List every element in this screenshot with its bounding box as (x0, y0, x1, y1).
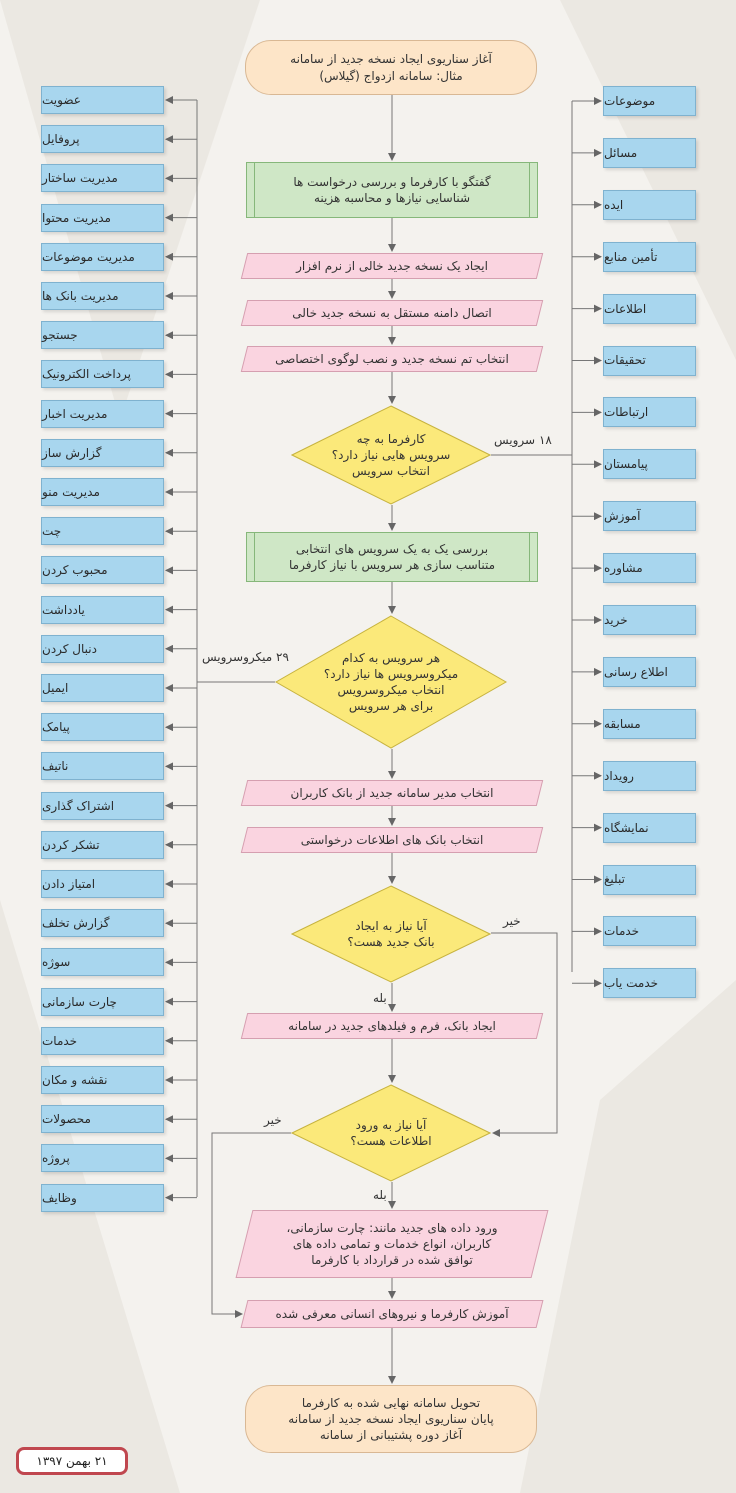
microservice-item: مدیریت بانک ها (41, 282, 164, 310)
microservice-item: محبوب کردن (41, 556, 164, 585)
service-item: پیامستان (603, 449, 696, 480)
service-item: مشاوره (603, 553, 696, 584)
service-item: اطلاعات (603, 293, 696, 324)
microservice-item: تشکر کردن (41, 830, 164, 859)
service-item: تأمین منابع (603, 241, 696, 272)
decision-new-bank: آیا نیاز به ایجاد بانک جدید هست؟ (291, 885, 491, 983)
service-item: آموزش (603, 501, 696, 532)
no-label-data-entry: خیر (264, 1113, 282, 1127)
decision-diamond-shape (291, 885, 491, 983)
microservice-item: گزارش تخلف (41, 909, 164, 938)
microservice-item: محصولات (41, 1105, 164, 1134)
microservice-item: پروژه (41, 1144, 164, 1173)
service-item: رویداد (603, 760, 696, 791)
step-theme-text: انتخاب تم نسخه جدید و نصب لوگوی اختصاصی (275, 351, 509, 366)
service-item: خدمت یاب (603, 968, 696, 999)
step-enter-data: ورود داده های جدید مانند: چارت سازمانی، … (235, 1210, 549, 1278)
start-text: آغاز سناریوی ایجاد نسخه جدید از سامانه م… (290, 52, 492, 83)
microservice-item: چت (41, 517, 164, 546)
microservice-item: مدیریت منو (41, 478, 164, 506)
service-item: ایده (603, 189, 696, 220)
decision-diamond-shape (291, 1084, 491, 1182)
microservice-item: نقشه و مکان (41, 1066, 164, 1094)
step-databanks: انتخاب بانک های اطلاعات درخواستی (240, 827, 544, 853)
microservice-item: مدیریت ساختار (41, 164, 164, 193)
decision-services: کارفرما به چه سرویس هایی نیاز دارد؟ انتخ… (291, 405, 491, 505)
decision-diamond-shape (291, 405, 491, 505)
step-databanks-text: انتخاب بانک های اطلاعات درخواستی (300, 832, 484, 847)
microservice-item: مدیریت موضوعات (41, 242, 164, 271)
service-item: اطلاع رسانی (603, 656, 696, 687)
decision-services-text: کارفرما به چه سرویس هایی نیاز دارد؟ انتخ… (331, 431, 451, 479)
microservice-item: یادداشت (41, 595, 164, 624)
service-item: خدمات (603, 916, 696, 947)
step-enter-data-text: ورود داده های جدید مانند: چارت سازمانی، … (286, 1220, 498, 1268)
microservice-item: سوژه (41, 948, 164, 977)
no-label-new-bank: خیر (503, 914, 521, 928)
service-item: مسابقه (603, 708, 696, 739)
step-new-instance-text: ایجاد یک نسخه جدید خالی از نرم افزار (296, 258, 488, 273)
services-count-label: ۱۸ سرویس (494, 433, 552, 447)
step-domain: اتصال دامنه مستقل به نسخه جدید خالی (240, 300, 544, 326)
step-admin-text: انتخاب مدیر سامانه جدید از بانک کاربران (290, 785, 494, 800)
end-terminal: تحویل سامانه نهایی شده به کارفرما پایان … (245, 1385, 537, 1453)
step-create-bank-text: ایجاد بانک، فرم و فیلدهای جدید در سامانه (288, 1018, 496, 1033)
step-create-bank: ایجاد بانک، فرم و فیلدهای جدید در سامانه (240, 1013, 544, 1039)
microservice-item: ایمیل (41, 674, 164, 702)
service-item: تحقیقات (603, 345, 696, 376)
microservice-item: پرداخت الکترونیک (41, 360, 164, 389)
step-new-instance: ایجاد یک نسخه جدید خالی از نرم افزار (240, 253, 544, 279)
step-training-text: آموزش کارفرما و نیروهای انسانی معرفی شده (275, 1306, 509, 1321)
service-item: موضوعات (603, 86, 696, 116)
service-item: مسائل (603, 137, 696, 168)
process-review-services: بررسی یک به یک سرویس های انتخابی متناسب … (246, 532, 538, 582)
start-terminal: آغاز سناریوی ایجاد نسخه جدید از سامانه م… (245, 40, 537, 95)
microservice-item: اشتراک گذاری (41, 791, 164, 820)
microservice-item: وظایف (41, 1183, 164, 1212)
decision-data-entry: آیا نیاز به ورود اطلاعات هست؟ (291, 1084, 491, 1182)
microservice-item: پیامک (41, 713, 164, 742)
yes-label-data-entry: بله (373, 1188, 387, 1202)
decision-data-entry-text: آیا نیاز به ورود اطلاعات هست؟ (350, 1117, 432, 1148)
service-item: تبلیغ (603, 864, 696, 895)
end-text: تحویل سامانه نهایی شده به کارفرما پایان … (288, 1395, 494, 1443)
service-item: ارتباطات (603, 397, 696, 428)
service-item: خرید (603, 605, 696, 635)
decision-microservices-text: هر سرویس به کدام میکروسرویس ها نیاز دارد… (323, 650, 459, 714)
step-admin: انتخاب مدیر سامانه جدید از بانک کاربران (240, 780, 544, 806)
process-consult-text: گفتگو با کارفرما و بررسی درخواست ها شناس… (293, 174, 491, 205)
microservice-item: مدیریت محتوا (41, 203, 164, 232)
date-badge: ۲۱ بهمن ۱۳۹۷ (16, 1447, 128, 1475)
no-branch-new-bank (491, 932, 558, 1137)
decision-microservices: هر سرویس به کدام میکروسرویس ها نیاز دارد… (275, 615, 507, 749)
process-review-services-text: بررسی یک به یک سرویس های انتخابی متناسب … (288, 541, 496, 572)
step-training: آموزش کارفرما و نیروهای انسانی معرفی شده (240, 1300, 544, 1328)
microservice-item: خدمات (41, 1026, 164, 1055)
microservice-item: ناتیف (41, 752, 164, 781)
microservice-item: مدیریت اخبار (41, 399, 164, 428)
decision-new-bank-text: آیا نیاز به ایجاد بانک جدید هست؟ (347, 918, 435, 949)
microservice-item: دنبال کردن (41, 634, 164, 663)
microservices-count-label: ۲۹ میکروسرویس (202, 650, 289, 664)
microservice-item: پروفایل (41, 125, 164, 154)
microservice-item: جستجو (41, 321, 164, 350)
no-branch-data-entry (211, 1132, 291, 1318)
process-consult: گفتگو با کارفرما و بررسی درخواست ها شناس… (246, 162, 538, 218)
microservice-item: چارت سازمانی (41, 987, 164, 1016)
microservice-item: گزارش ساز (41, 438, 164, 467)
microservice-item: عضویت (41, 86, 164, 114)
step-theme: انتخاب تم نسخه جدید و نصب لوگوی اختصاصی (240, 346, 544, 372)
yes-label-new-bank: بله (373, 991, 387, 1005)
step-domain-text: اتصال دامنه مستقل به نسخه جدید خالی (292, 305, 492, 320)
service-item: نمایشگاه (603, 812, 696, 843)
microservice-item: امتیاز دادن (41, 870, 164, 898)
decision-diamond-shape (275, 615, 507, 749)
